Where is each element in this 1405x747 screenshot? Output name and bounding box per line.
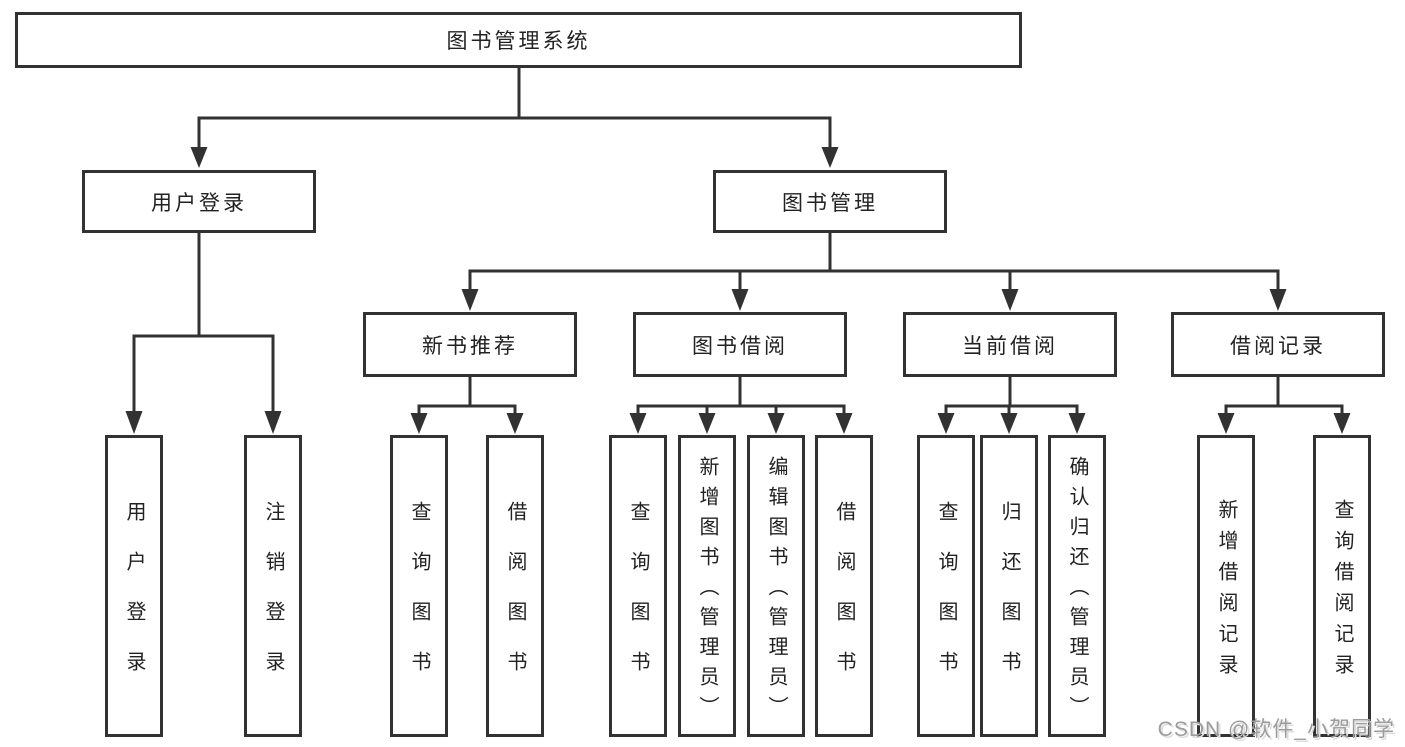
node-book-management-label: 图书管理: [782, 191, 878, 215]
node-book-management: 图书管理: [713, 170, 947, 233]
leaf-newbook-query-book-label: 查询图书: [408, 501, 430, 701]
leaf-current-query-book: 查询图书: [917, 435, 975, 737]
node-user-login: 用户登录: [82, 170, 316, 233]
connector-stems: [132, 68, 1344, 415]
leaf-borrow-query-book-label: 查询图书: [627, 501, 649, 701]
leaf-logout-login: 注销登录: [244, 435, 302, 737]
node-new-book-recommend: 新书推荐: [363, 312, 577, 377]
leaf-borrow-edit-book-admin: 编辑图书（管理员）: [747, 435, 805, 737]
leaf-record-add-borrow-record-label: 新增借阅记录: [1215, 498, 1237, 685]
node-root-label: 图书管理系统: [446, 30, 591, 53]
leaf-borrow-query-book: 查询图书: [609, 435, 667, 737]
leaf-borrow-borrow-book-label: 借阅图书: [833, 501, 855, 701]
node-root: 图书管理系统: [15, 12, 1022, 68]
node-user-login-label: 用户登录: [151, 191, 247, 215]
leaf-user-login: 用户登录: [105, 435, 163, 737]
leaf-borrow-add-book-admin-label: 新增图书（管理员）: [696, 456, 718, 726]
leaf-newbook-query-book: 查询图书: [390, 435, 448, 737]
leaf-record-query-borrow-record-label: 查询借阅记录: [1331, 498, 1353, 685]
leaf-borrow-edit-book-admin-label: 编辑图书（管理员）: [765, 456, 787, 726]
node-borrow-record-label: 借阅记录: [1230, 334, 1326, 358]
leaf-borrow-borrow-book: 借阅图书: [815, 435, 873, 737]
leaf-record-query-borrow-record: 查询借阅记录: [1313, 435, 1371, 737]
node-current-borrow-label: 当前借阅: [962, 334, 1058, 358]
node-new-book-recommend-label: 新书推荐: [422, 334, 518, 358]
leaf-current-return-book-label: 归还图书: [998, 501, 1020, 701]
leaf-current-confirm-return-admin-label: 确认归还（管理员）: [1066, 456, 1088, 726]
csdn-watermark: CSDN @软件_小贺同学: [1157, 718, 1395, 741]
leaf-current-return-book: 归还图书: [980, 435, 1038, 737]
leaf-user-login-label: 用户登录: [123, 501, 145, 701]
leaf-current-confirm-return-admin: 确认归还（管理员）: [1048, 435, 1106, 737]
connector-arrowheads: [125, 147, 1351, 434]
leaf-logout-login-label: 注销登录: [262, 501, 284, 701]
node-current-borrow: 当前借阅: [903, 312, 1117, 377]
leaf-borrow-add-book-admin: 新增图书（管理员）: [678, 435, 736, 737]
node-book-borrow: 图书借阅: [633, 312, 847, 377]
leaf-current-query-book-label: 查询图书: [935, 501, 957, 701]
leaf-newbook-borrow-book: 借阅图书: [486, 435, 544, 737]
node-book-borrow-label: 图书借阅: [692, 334, 788, 358]
node-borrow-record: 借阅记录: [1171, 312, 1385, 377]
leaf-newbook-borrow-book-label: 借阅图书: [504, 501, 526, 701]
leaf-record-add-borrow-record: 新增借阅记录: [1197, 435, 1255, 737]
